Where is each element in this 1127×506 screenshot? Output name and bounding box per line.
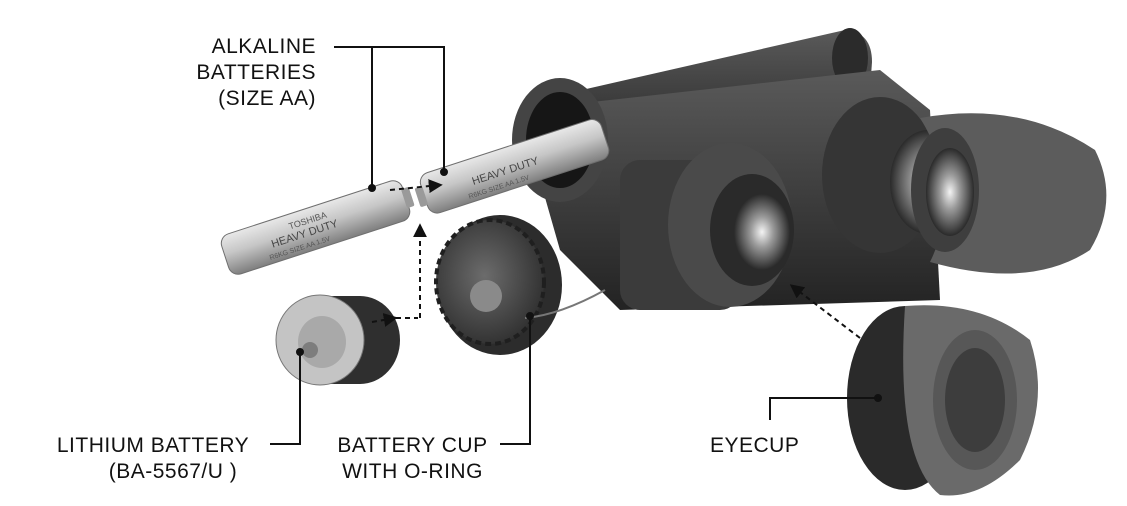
alkaline-batteries-label: ALKALINE BATTERIES (SIZE AA) — [196, 34, 316, 112]
battery-cup-label: BATTERY CUP WITH O-RING — [325, 433, 500, 485]
eyecup-label: EYECUP — [710, 433, 799, 459]
aa-battery-left: TOSHIBA HEAVY DUTY R6KG SIZE AA 1.5V — [220, 180, 415, 275]
alkaline-label-line3: (SIZE AA) — [218, 87, 316, 110]
alkaline-label-line1: ALKALINE — [211, 35, 316, 58]
battery-cup-label-line1: BATTERY CUP — [337, 434, 488, 457]
leader-lines — [270, 46, 882, 445]
eyecup-leader — [769, 397, 878, 420]
alkaline-label-line2: BATTERIES — [196, 61, 316, 84]
lithium-label-line2: (BA-5567/U ) — [108, 460, 238, 483]
night-vision-goggle-body — [512, 28, 1107, 310]
assembly-arrows — [371, 179, 861, 339]
lithium-label-line1: LITHIUM BATTERY — [56, 434, 250, 457]
lithium-lead-arrow — [371, 313, 398, 327]
alkaline-leader — [334, 46, 445, 188]
eyecup-label-line1: EYECUP — [710, 434, 800, 457]
aa-battery-right: HEAVY DUTY R6KG SIZE AA 1.5V — [414, 119, 610, 214]
lithium-battery — [275, 294, 400, 386]
battery-cup-label-line2: WITH O-RING — [342, 460, 483, 483]
eyecup-part — [847, 305, 1038, 496]
lithium-battery-label: LITHIUM BATTERY (BA-5567/U ) — [38, 433, 268, 485]
lithium-leader — [270, 352, 301, 445]
battery-cup-leader — [500, 316, 531, 445]
